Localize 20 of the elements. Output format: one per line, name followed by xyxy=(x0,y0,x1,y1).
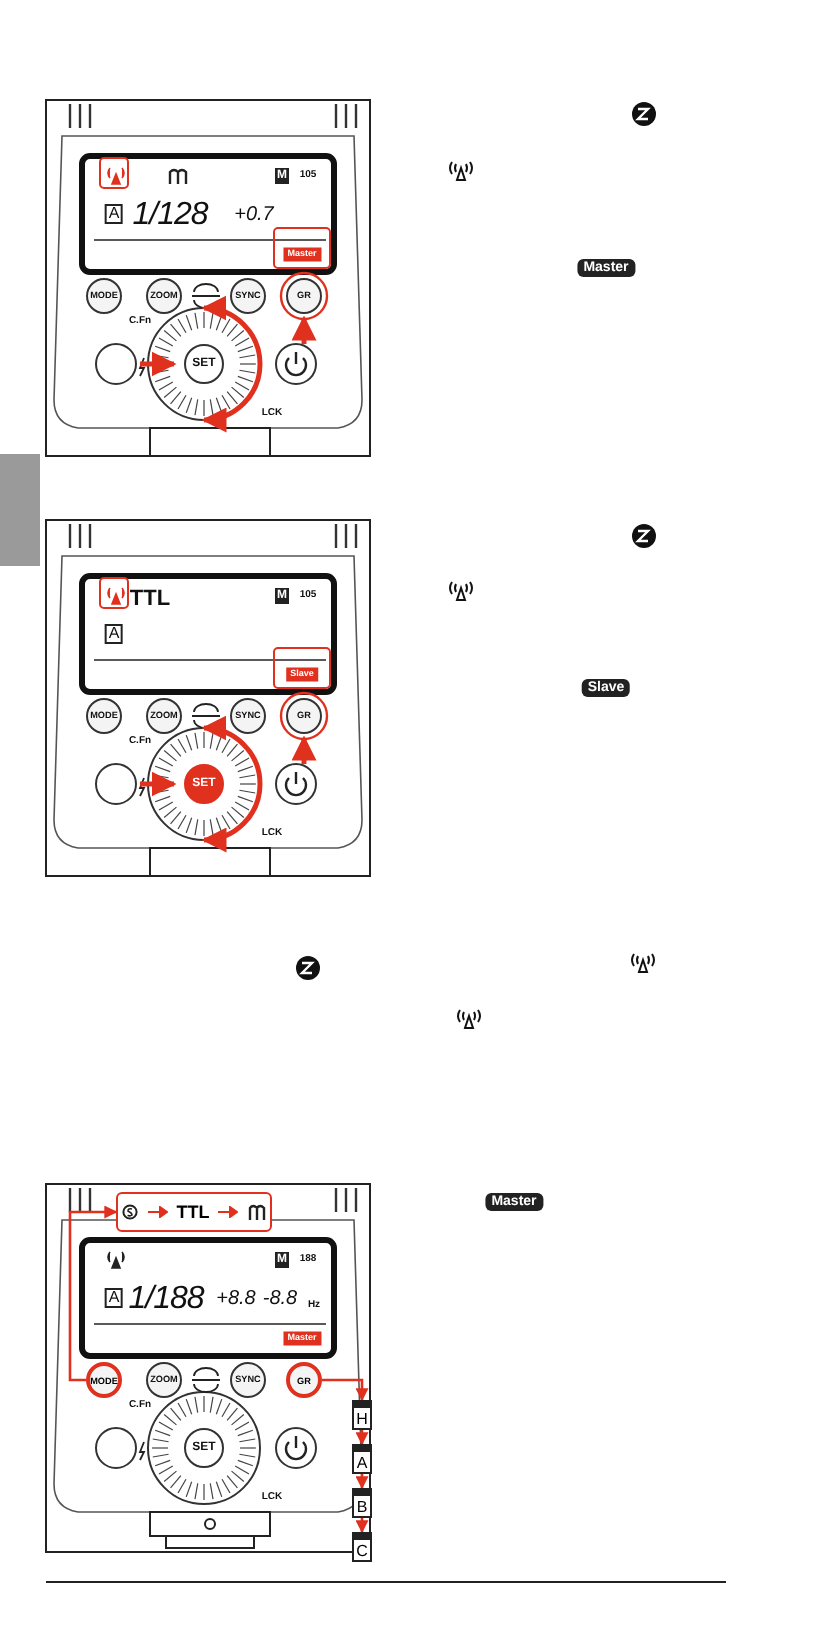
lcd-readout: +0.7 xyxy=(234,206,274,226)
mode-name: TTL xyxy=(176,1202,210,1222)
group-indicator: A xyxy=(104,624,124,644)
group-indicator: H xyxy=(352,1400,372,1430)
group-indicator: A xyxy=(104,1288,124,1308)
group-indicator: B xyxy=(352,1488,372,1518)
lcd-readout: 1/128 xyxy=(132,200,208,232)
lcd-readout: 1/188 xyxy=(128,1284,204,1316)
arrow xyxy=(355,1518,369,1534)
group-indicator: A xyxy=(104,204,124,224)
lcd-readout: +8.8 xyxy=(216,1290,256,1310)
mode-sequence-box xyxy=(116,1192,272,1232)
arrow xyxy=(322,1378,369,1402)
arrow xyxy=(68,1205,118,1382)
arrow xyxy=(355,1474,369,1490)
arrow xyxy=(355,1430,369,1446)
lcd-readout: -8.8 xyxy=(262,1290,298,1310)
group-indicator: C xyxy=(352,1532,372,1562)
group-indicator: A xyxy=(352,1444,372,1474)
lcd-readout: TTL xyxy=(129,589,171,611)
